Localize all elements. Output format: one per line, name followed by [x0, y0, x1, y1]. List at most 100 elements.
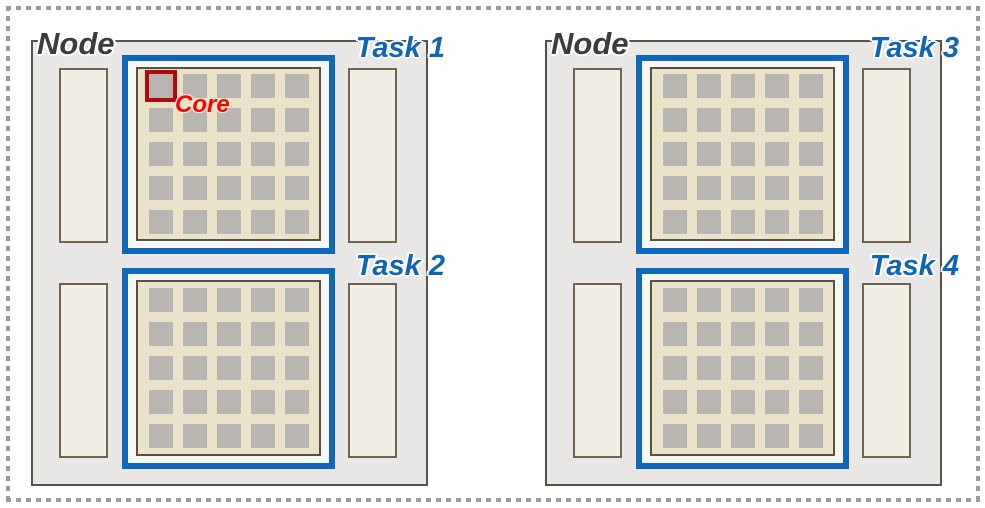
node-side-slot — [348, 68, 397, 243]
core-square — [148, 288, 173, 312]
core-square — [182, 176, 207, 200]
core-square — [730, 74, 755, 98]
core-square — [696, 74, 721, 98]
core-square — [798, 74, 823, 98]
core-square — [696, 210, 721, 234]
core-square — [250, 210, 275, 234]
core-square — [764, 210, 789, 234]
core-square — [216, 356, 241, 380]
core-square — [216, 210, 241, 234]
core-square — [730, 142, 755, 166]
core-square — [730, 288, 755, 312]
core-square — [730, 108, 755, 132]
core-square — [798, 390, 823, 414]
task-1-label: Task 1 — [355, 32, 445, 64]
task-2-label: Task 2 — [355, 250, 445, 282]
core-square — [182, 356, 207, 380]
core-square — [250, 322, 275, 346]
core-square — [696, 108, 721, 132]
core-square — [148, 210, 173, 234]
task-3-label: Task 3 — [869, 32, 959, 64]
core-square — [764, 74, 789, 98]
core-square — [764, 176, 789, 200]
core-square — [730, 356, 755, 380]
node-side-slot — [573, 283, 622, 458]
core-square — [730, 322, 755, 346]
core-square — [250, 108, 275, 132]
core-square — [662, 356, 687, 380]
core-square — [696, 176, 721, 200]
core-grid — [650, 280, 835, 456]
core-square — [696, 142, 721, 166]
core-square — [216, 176, 241, 200]
core-square — [696, 288, 721, 312]
core-square — [148, 176, 173, 200]
task-1-box: Core — [122, 55, 335, 254]
core-square — [182, 390, 207, 414]
core-square — [182, 322, 207, 346]
core-square — [250, 74, 275, 98]
core-grid: Core — [136, 67, 321, 241]
core-square — [250, 288, 275, 312]
core-square — [662, 142, 687, 166]
core-square — [730, 424, 755, 448]
core-square — [284, 74, 309, 98]
core-square — [798, 424, 823, 448]
core-square — [662, 390, 687, 414]
core-square — [764, 322, 789, 346]
core-square — [662, 108, 687, 132]
node-side-slot — [862, 68, 911, 243]
core-square — [662, 210, 687, 234]
core-square — [764, 142, 789, 166]
core-square — [284, 142, 309, 166]
core-square — [798, 288, 823, 312]
core-square — [182, 424, 207, 448]
node-side-slot — [573, 68, 622, 243]
node-side-slot — [348, 283, 397, 458]
core-square — [730, 176, 755, 200]
core-grid — [650, 67, 835, 241]
core-square — [182, 142, 207, 166]
task-4-label: Task 4 — [869, 250, 959, 282]
core-square — [148, 390, 173, 414]
core-square — [250, 390, 275, 414]
core-square — [696, 322, 721, 346]
core-square — [250, 142, 275, 166]
core-square — [284, 424, 309, 448]
node-side-slot — [59, 283, 108, 458]
core-square — [148, 424, 173, 448]
core-square — [216, 288, 241, 312]
core-square — [216, 142, 241, 166]
core-square — [696, 356, 721, 380]
core-square — [696, 424, 721, 448]
core-square — [148, 356, 173, 380]
core-square — [250, 176, 275, 200]
node-side-slot — [59, 68, 108, 243]
core-square — [284, 390, 309, 414]
core-square — [730, 390, 755, 414]
core-square — [764, 288, 789, 312]
node-side-slot — [862, 283, 911, 458]
node-box-left: Node Core Task 1 Task 2 — [31, 26, 445, 486]
core-square — [284, 322, 309, 346]
task-3-box — [636, 55, 849, 254]
core-square — [284, 108, 309, 132]
node-box-right: Node Task 3 Task 4 — [545, 26, 959, 486]
core-square — [148, 108, 173, 132]
core-highlight-square — [144, 70, 177, 102]
core-square — [182, 210, 207, 234]
core-square — [250, 424, 275, 448]
node-label: Node — [37, 26, 115, 61]
core-square — [662, 176, 687, 200]
core-square — [216, 424, 241, 448]
core-grid — [136, 280, 321, 456]
task-4-box — [636, 268, 849, 469]
core-square — [250, 356, 275, 380]
core-square — [284, 210, 309, 234]
core-square — [764, 390, 789, 414]
core-square — [764, 356, 789, 380]
core-square — [662, 288, 687, 312]
core-square — [148, 142, 173, 166]
core-square — [216, 390, 241, 414]
